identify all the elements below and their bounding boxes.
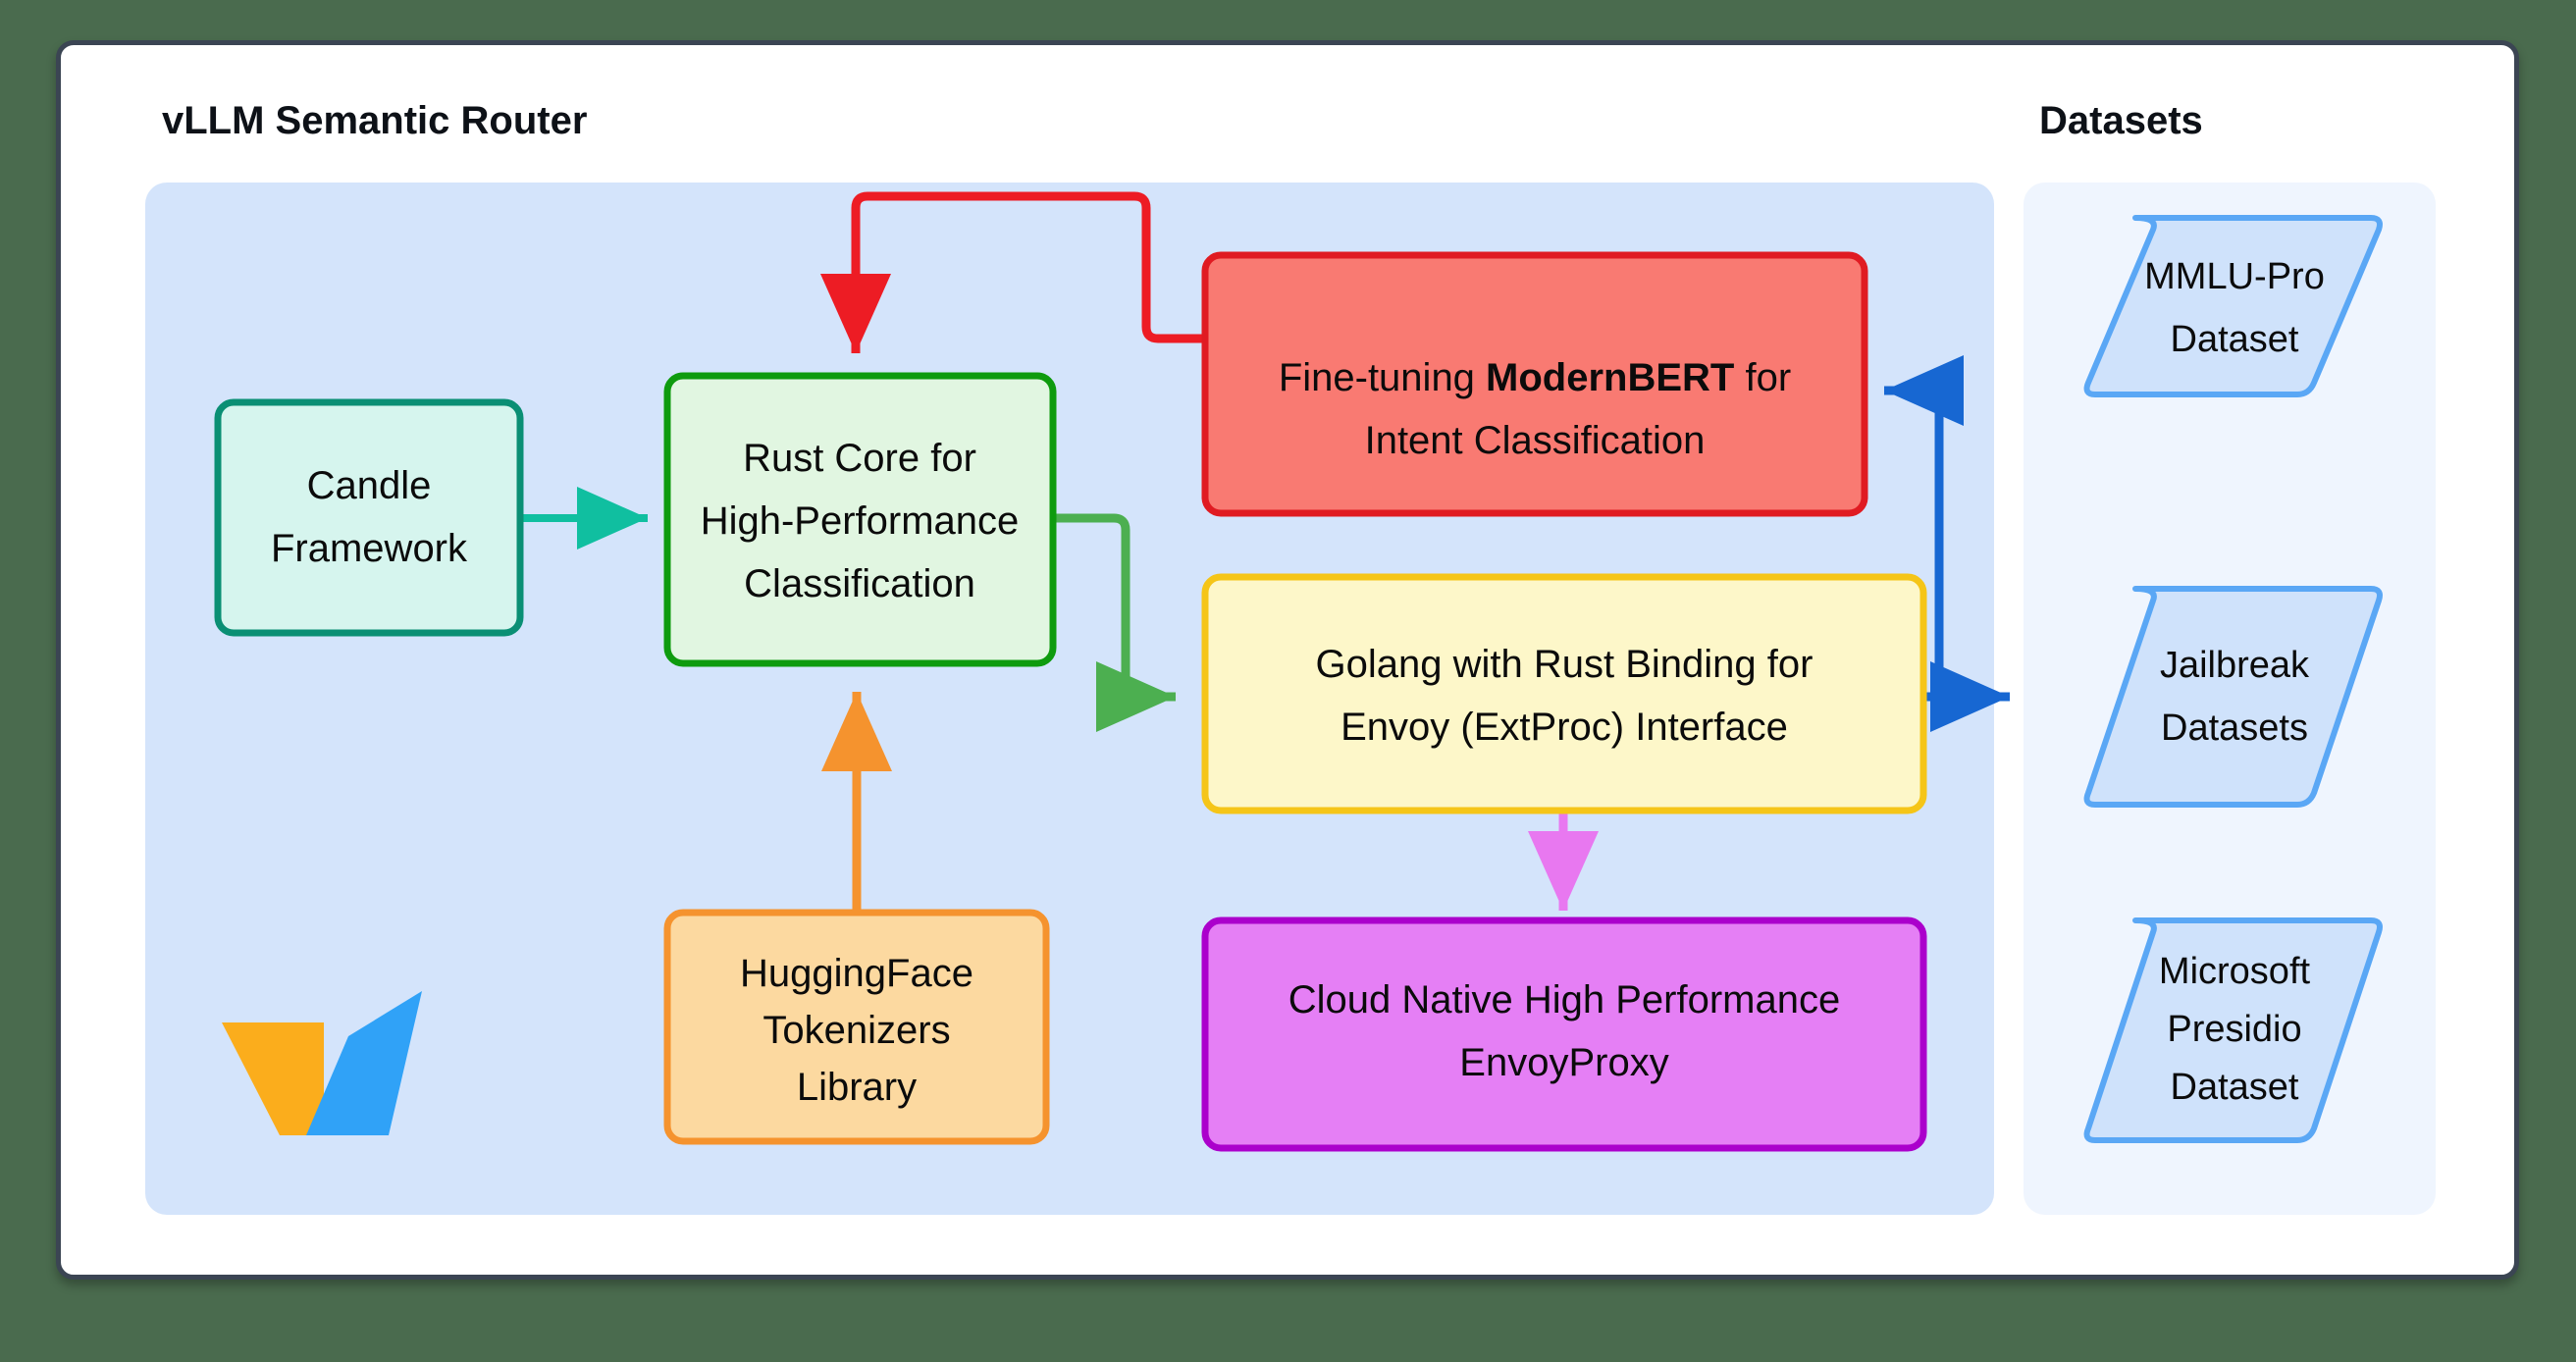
datasets-group-title: Datasets	[2039, 99, 2203, 142]
dataset-jailbreak-line-2: Datasets	[2161, 707, 2308, 749]
node-envoyproxy-line-2: EnvoyProxy	[1459, 1041, 1668, 1084]
node-candle-framework[interactable]: Candle Framework	[214, 398, 524, 637]
node-modernbert-line-1-pre: Fine-tuning	[1279, 356, 1486, 399]
node-envoyproxy-line-1: Cloud Native High Performance	[1288, 978, 1840, 1022]
edge-datasets-to-modernbert	[1884, 355, 2010, 732]
dataset-presidio-line-3: Dataset	[2171, 1067, 2299, 1108]
node-envoyproxy[interactable]: Cloud Native High Performance EnvoyProxy	[1201, 917, 1927, 1152]
dataset-microsoft-presidio[interactable]: Microsoft Presidio Dataset	[2083, 917, 2383, 1143]
dataset-mmlu-pro-line-2: Dataset	[2171, 319, 2299, 360]
node-modernbert-line-2: Intent Classification	[1365, 419, 1706, 462]
dataset-presidio-line-1: Microsoft	[2159, 951, 2311, 992]
dataset-mmlu-pro[interactable]: MMLU-Pro Dataset	[2083, 215, 2383, 397]
node-candle-line-2: Framework	[271, 527, 468, 570]
node-huggingface-tokenizers[interactable]: HuggingFace Tokenizers Library	[663, 909, 1050, 1145]
dataset-presidio-line-2: Presidio	[2167, 1009, 2301, 1050]
node-modernbert-line-1-bold: ModernBERT	[1486, 356, 1734, 399]
dataset-jailbreak[interactable]: Jailbreak Datasets	[2083, 586, 2383, 808]
dataset-jailbreak-line-1: Jailbreak	[2160, 645, 2310, 686]
node-candle-line-1: Candle	[307, 464, 432, 507]
node-modernbert-finetuning[interactable]: Fine-tuning ModernBERT for Intent Classi…	[1201, 251, 1868, 517]
node-rust-core-line-1: Rust Core for	[743, 437, 976, 480]
node-huggingface-line-3: Library	[797, 1066, 917, 1109]
node-rust-core-line-3: Classification	[744, 562, 975, 605]
node-modernbert-line-1: Fine-tuning ModernBERT for	[1279, 356, 1791, 399]
node-golang-line-2: Envoy (ExtProc) Interface	[1341, 706, 1788, 749]
node-huggingface-line-1: HuggingFace	[740, 952, 973, 995]
node-rust-core-line-2: High-Performance	[701, 499, 1020, 543]
edge-modernbert-to-rust-core	[820, 191, 1205, 353]
vllm-logo	[222, 991, 422, 1135]
dataset-mmlu-pro-line-1: MMLU-Pro	[2144, 256, 2325, 297]
node-huggingface-line-2: Tokenizers	[762, 1009, 950, 1052]
node-golang-line-1: Golang with Rust Binding for	[1316, 643, 1814, 686]
router-group-title: vLLM Semantic Router	[162, 99, 587, 142]
node-modernbert-line-1-post: for	[1734, 356, 1791, 399]
node-golang-extproc[interactable]: Golang with Rust Binding for Envoy (ExtP…	[1201, 573, 1927, 814]
node-rust-core[interactable]: Rust Core for High-Performance Classific…	[663, 372, 1057, 667]
edge-rust-core-to-golang	[1053, 513, 1176, 732]
